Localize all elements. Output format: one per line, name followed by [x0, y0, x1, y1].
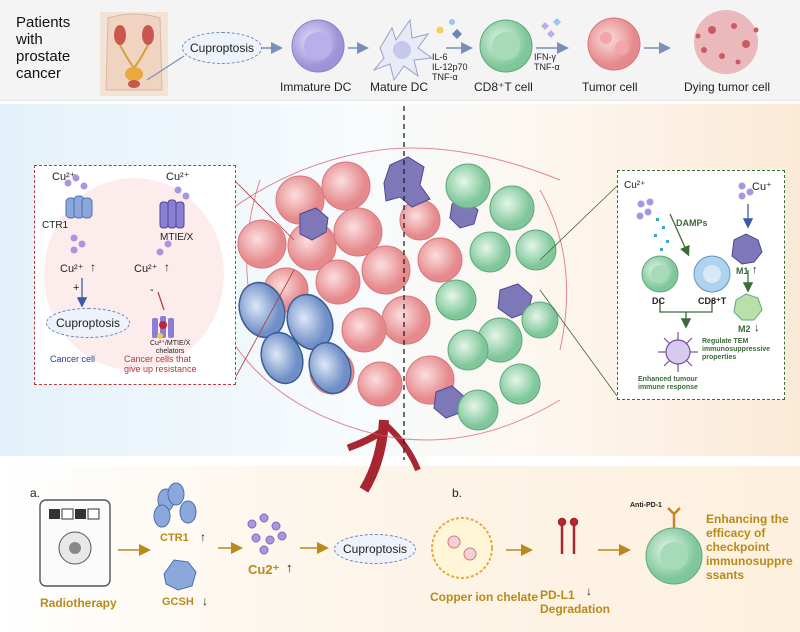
- ctr1-bottom-arrow: ↑: [200, 530, 206, 544]
- m2-arrow: ↓: [754, 322, 760, 334]
- immune-synapse-icon: [658, 332, 698, 372]
- cancer-cell-label: Cancer cell: [50, 354, 96, 364]
- m2-label: M2: [738, 324, 751, 334]
- mature-dc-label: Mature DC: [370, 80, 429, 94]
- blood-vessel-icon: [346, 419, 421, 493]
- cu2-bottom-arrow: ↑: [286, 560, 293, 575]
- green-t-cell-cluster: [435, 163, 559, 431]
- cytokines-ifn-label: IFN-γ TNF-α: [534, 52, 560, 72]
- top-cuproptosis-label: Cuproptosis: [189, 41, 255, 55]
- dying-tumor-cell-label: Dying tumor cell: [684, 80, 771, 94]
- enhanced-label: Enhanced tumour immune response: [638, 376, 698, 391]
- ctr1-protein-icon: [153, 482, 197, 528]
- immature-dc-label: Immature DC: [280, 80, 352, 94]
- m2-macrophage-icon: [733, 293, 763, 321]
- left-cuproptosis-label: Cuproptosis: [55, 316, 121, 330]
- radiotherapy-device-icon: [39, 499, 111, 587]
- cu-down-arrow: ↑: [164, 260, 170, 274]
- tumor-cell-label: Tumor cell: [582, 80, 638, 94]
- ctr1-label: CTR1: [42, 220, 69, 231]
- dying-tumor-cell-icon: [694, 10, 759, 74]
- radiotherapy-label: Radiotherapy: [40, 596, 117, 610]
- cd8-t-cell-small-icon: [693, 255, 731, 293]
- cu-up-label: Cu²⁺: [60, 263, 84, 275]
- plus-sign: +: [73, 282, 80, 294]
- antibody-t-cell-icon: [645, 507, 703, 585]
- bottom-cuproptosis-label: Cuproptosis: [342, 542, 408, 556]
- mtie-label: MTIE/X: [160, 232, 194, 243]
- m1-macrophage-icon: [731, 233, 763, 265]
- patients-label: Patients with prostate cancer: [16, 14, 71, 82]
- gcsh-arrow: ↓: [202, 594, 208, 608]
- damps-label: DAMPs: [676, 218, 708, 228]
- pdl1-label: PD-L1 Degradation: [540, 588, 611, 616]
- gcsh-label: GCSH: [162, 596, 194, 608]
- chelate-label: Copper ion chelate: [430, 590, 539, 604]
- chelator-icon: [152, 316, 174, 339]
- blue-cancer-cell-cluster: [238, 281, 352, 395]
- right-cu-label: Cu²⁺: [166, 171, 190, 183]
- regulate-label: Regulate TEM immunosuppressive propertie…: [702, 338, 771, 361]
- bottom-cuproptosis-oval: Cuproptosis: [334, 534, 416, 564]
- enhancing-label: Enhancing the efficacy of checkpoint imm…: [706, 512, 793, 582]
- left-cuproptosis-oval: Cuproptosis: [46, 308, 130, 338]
- patient-body-icon: [100, 12, 168, 96]
- ctr1-bottom-label: CTR1: [160, 532, 189, 544]
- cd8-t-cell-icon: [479, 19, 533, 73]
- top-cuproptosis-oval: Cuproptosis: [182, 32, 262, 64]
- mtie-transporter-icon: [159, 199, 185, 229]
- mature-dc-cell-icon: [372, 18, 434, 82]
- pd-l1-receptor-icon: [557, 517, 579, 554]
- rb-dc-label: DC: [652, 296, 665, 306]
- section-b-label: b.: [452, 486, 463, 500]
- chelators-label: Cu²⁺/MTIE/X chelators: [150, 340, 191, 355]
- immature-dc-cell-icon: [291, 19, 345, 73]
- gcsh-protein-icon: [163, 559, 197, 591]
- anti-pd1-label: Anti-PD-1: [630, 502, 662, 509]
- cd8-label: CD8⁺T cell: [474, 80, 533, 94]
- cu2-bottom-label: Cu2⁺: [248, 562, 280, 577]
- m1-label: M1: [736, 266, 749, 276]
- copper-chelate-liposome-icon: [431, 517, 493, 579]
- tumor-cell-icon: [587, 17, 641, 71]
- m1-arrow: ↑: [752, 264, 758, 276]
- rb-cuplus-label: Cu⁺: [752, 181, 772, 193]
- pdl1-arrow: ↓: [586, 584, 592, 598]
- dc-cell-icon: [641, 255, 679, 293]
- minus-sign: -: [150, 284, 154, 296]
- ctr1-transporter-icon: [65, 195, 93, 219]
- cancer-resist-label: Cancer cells that give up resistance: [124, 354, 197, 374]
- cu-down-label: Cu²⁺: [134, 263, 158, 275]
- cu-up-arrow: ↑: [90, 260, 96, 274]
- rb-cu2-label: Cu²⁺: [624, 180, 646, 191]
- cytokines-il-label: IL-6 IL-12p70 TNF-α: [432, 52, 468, 82]
- left-cu-label: Cu²⁺: [52, 171, 76, 183]
- section-a-label: a.: [30, 486, 41, 500]
- rb-cd8-label: CD8⁺T: [698, 296, 727, 306]
- copper-ion-cluster-icon: [247, 513, 287, 555]
